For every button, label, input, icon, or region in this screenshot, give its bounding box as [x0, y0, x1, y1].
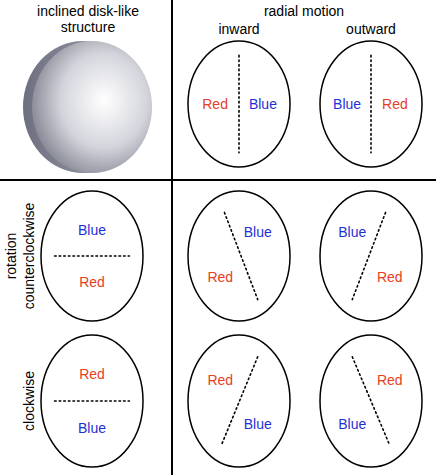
velocity-ellipse: BlueRed [40, 190, 144, 322]
column-heading: radial motion [214, 3, 394, 19]
ellipse-border [41, 191, 143, 321]
velocity-label: Red [79, 366, 105, 382]
grid-line [171, 0, 173, 475]
velocity-label: Blue [249, 96, 277, 112]
dotted-axis [370, 55, 372, 152]
ellipse-outline [319, 190, 423, 322]
disk-illustration [23, 41, 152, 173]
grid-line [0, 179, 436, 181]
dotted-axis [55, 255, 130, 257]
velocity-label: Red [382, 96, 408, 112]
velocity-ellipse: RedBlue [40, 334, 144, 468]
velocity-label: Blue [338, 224, 366, 240]
column-heading: outward [321, 21, 421, 37]
velocity-label: Blue [78, 222, 106, 238]
ellipse-border [188, 41, 290, 167]
column-heading: inclined disk-like structure [18, 3, 158, 35]
dotted-axis [55, 400, 130, 402]
velocity-label: Red [207, 372, 233, 388]
velocity-ellipse: RedBlue [187, 334, 291, 468]
row-heading: clockwise [21, 371, 37, 431]
velocity-label: Red [202, 96, 228, 112]
velocity-label: Blue [333, 96, 361, 112]
row-heading: rotation [3, 233, 19, 280]
dotted-axis [352, 357, 389, 445]
ellipse-outline [319, 334, 423, 468]
velocity-ellipse: Red Blue [187, 40, 291, 168]
velocity-label: Blue [78, 420, 106, 436]
ellipse-outline [40, 334, 144, 468]
velocity-label: Red [377, 269, 403, 285]
velocity-ellipse: Blue Red [319, 40, 423, 168]
velocity-label: Blue [244, 416, 272, 432]
velocity-ellipse: RedBlue [319, 334, 423, 468]
velocity-label: Blue [244, 224, 272, 240]
ellipse-border [320, 191, 422, 321]
velocity-label: Blue [338, 416, 366, 432]
velocity-ellipse: BlueRed [319, 190, 423, 322]
dotted-axis [221, 357, 257, 445]
velocity-label: Red [207, 269, 233, 285]
dotted-axis [238, 55, 240, 152]
ellipse-outline [187, 190, 291, 322]
ellipse-border [320, 335, 422, 467]
ellipse-border [320, 41, 422, 167]
disk-face [32, 41, 152, 173]
velocity-ellipse: BlueRed [187, 190, 291, 322]
ellipse-border [188, 335, 290, 467]
column-heading: inward [189, 21, 289, 37]
ellipse-outline [40, 190, 144, 322]
velocity-label: Red [377, 372, 403, 388]
velocity-label: Red [79, 274, 105, 290]
ellipse-outline [187, 334, 291, 468]
ellipse-border [188, 191, 290, 321]
row-heading: counterclockwise [21, 203, 37, 310]
ellipse-border [41, 335, 143, 467]
